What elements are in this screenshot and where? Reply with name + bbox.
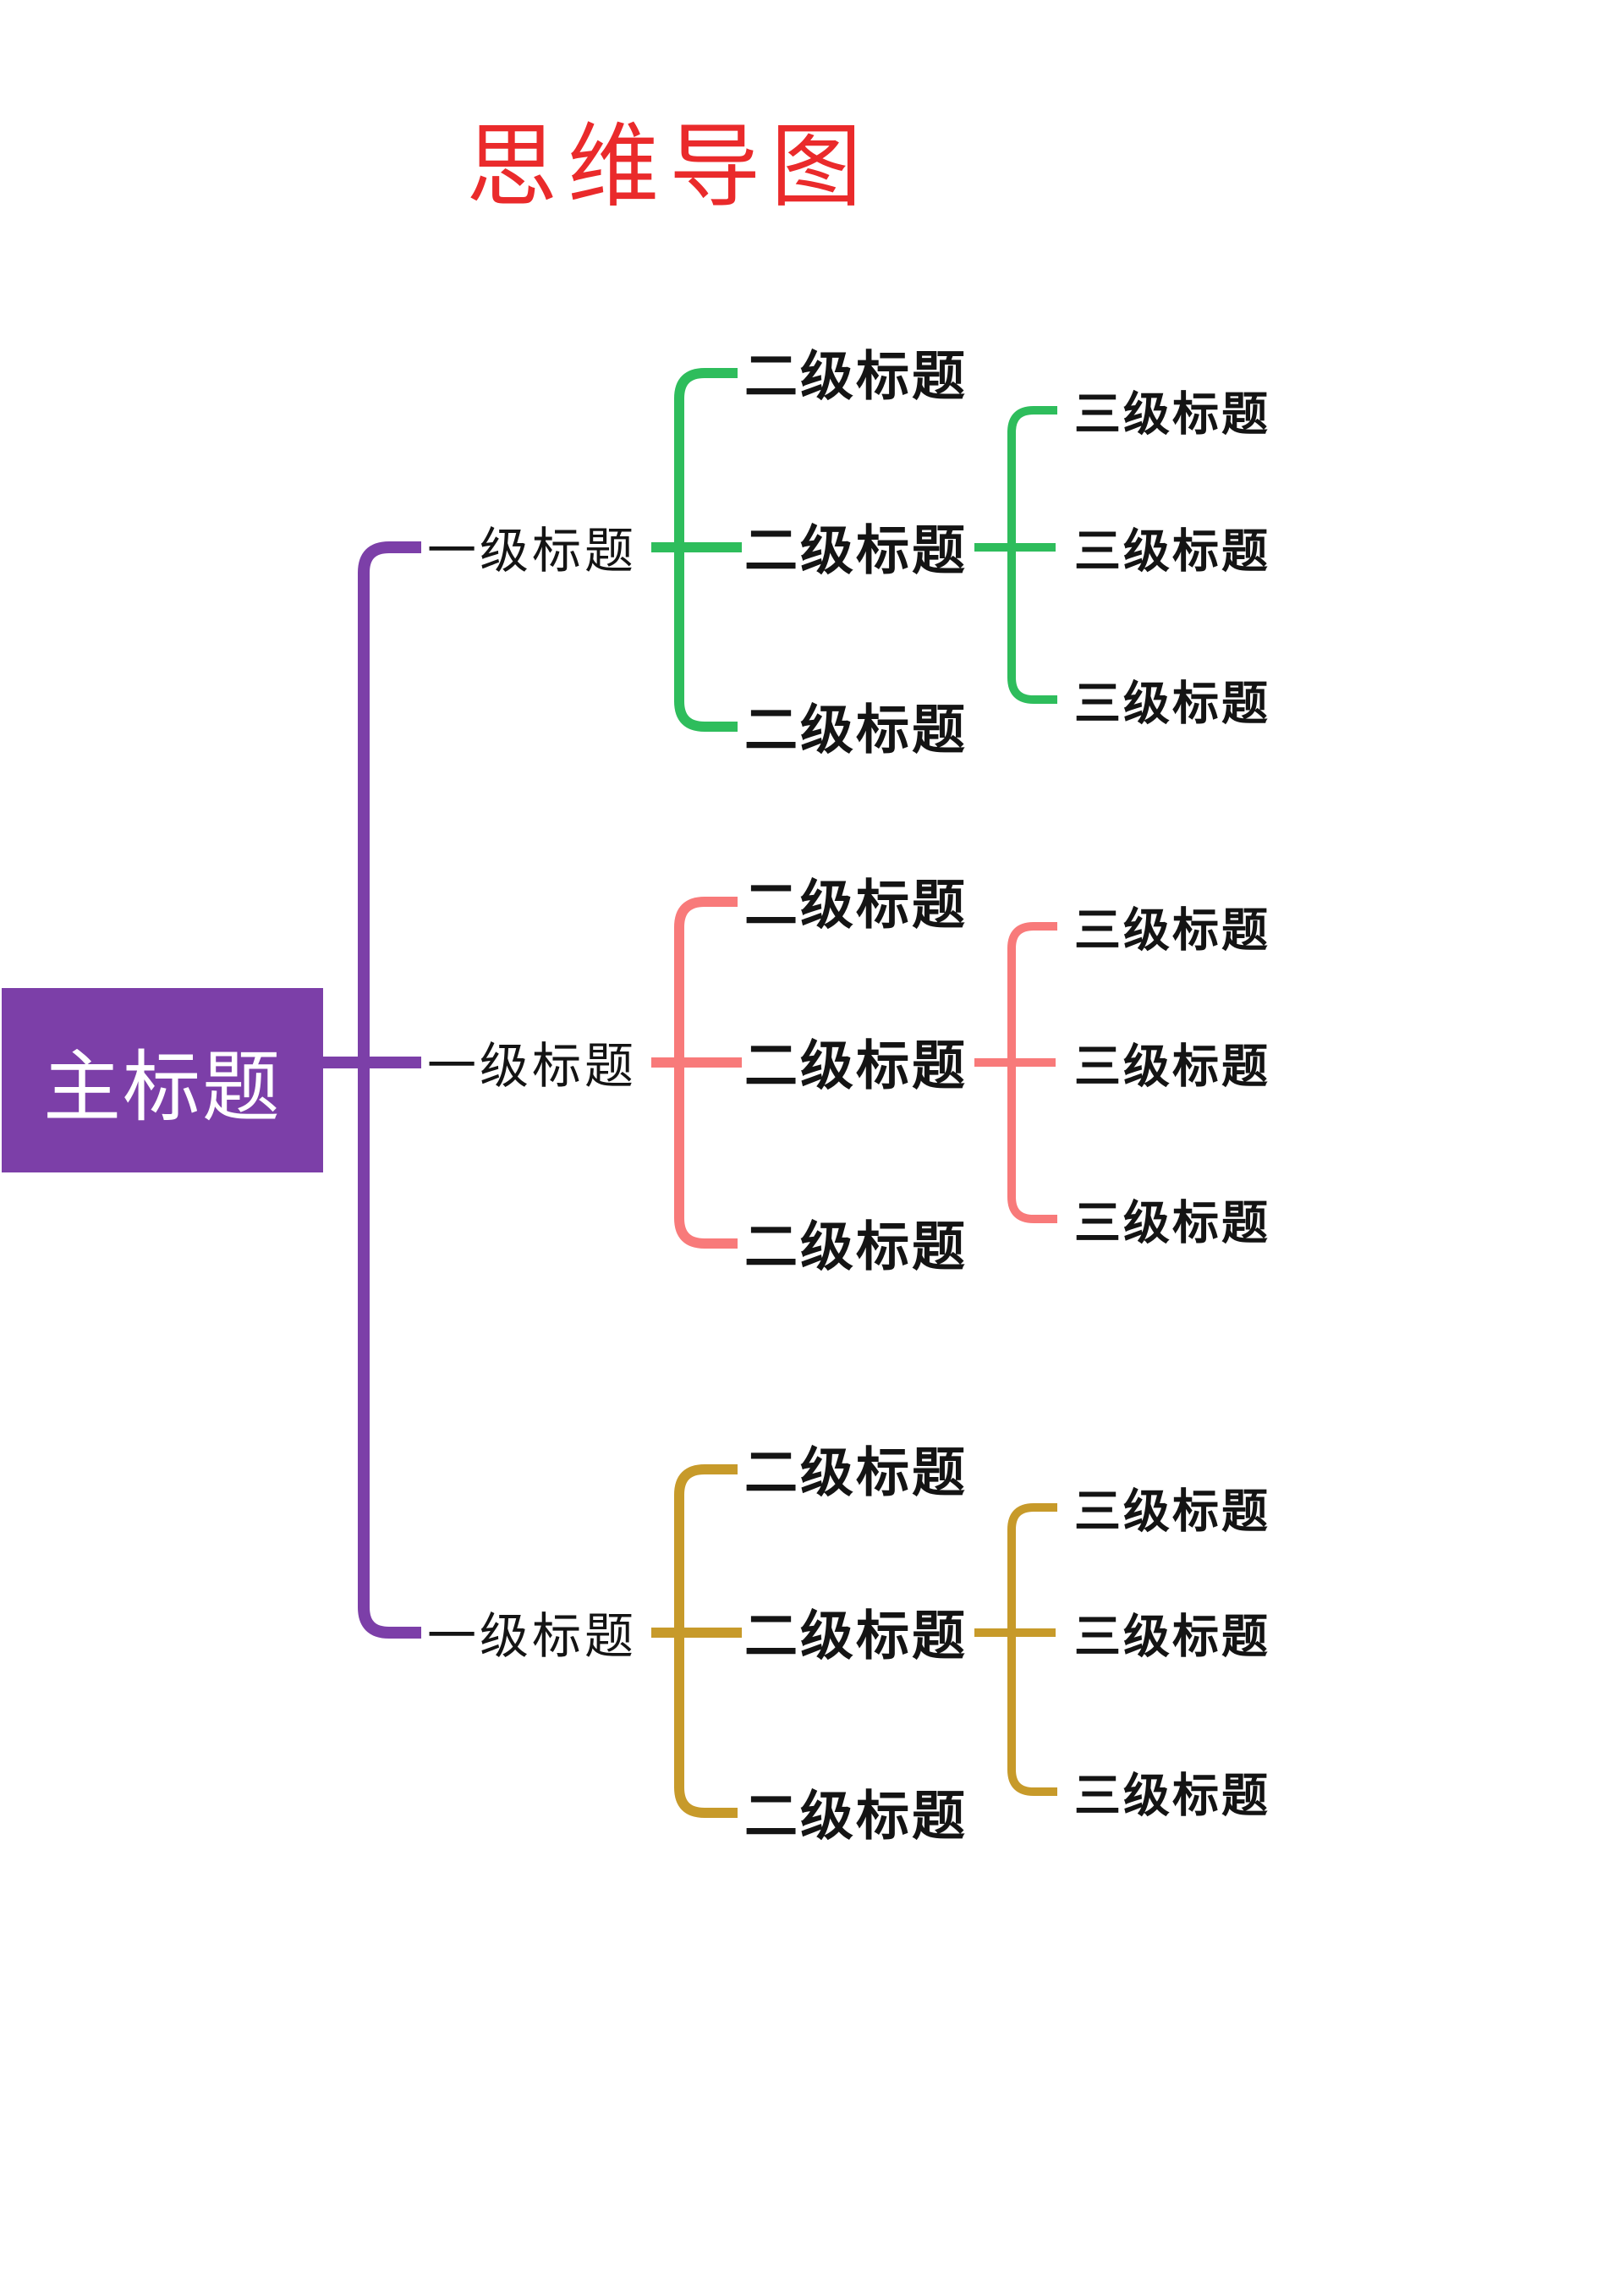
level1-node-2: 一级标题 <box>427 1039 638 1094</box>
root-node: 主标题 <box>2 988 323 1172</box>
level3-node-3-3: 三级标题 <box>1074 1769 1271 1822</box>
branch-1-l3-bracket <box>1007 406 1057 704</box>
branch-2-l2-bracket <box>674 897 738 1249</box>
level2-node-2-1: 二级标题 <box>744 876 968 936</box>
level3-node-1-2: 三级标题 <box>1074 524 1271 578</box>
main-trunk <box>358 541 421 1639</box>
branch-3-l3-bracket <box>1007 1503 1057 1796</box>
level2-node-1-1: 二级标题 <box>744 347 968 407</box>
level2-node-1-3: 二级标题 <box>744 700 968 760</box>
root-label: 主标题 <box>42 1044 282 1131</box>
level1-node-1: 一级标题 <box>427 524 638 579</box>
level2-node-1-2: 二级标题 <box>744 521 968 581</box>
level3-node-2-3: 三级标题 <box>1074 1196 1271 1249</box>
level1-node-3: 一级标题 <box>427 1609 638 1664</box>
level2-node-2-2: 二级标题 <box>744 1036 968 1096</box>
level3-node-1-3: 三级标题 <box>1074 677 1271 730</box>
level3-node-2-2: 三级标题 <box>1074 1040 1271 1093</box>
level2-node-3-1: 二级标题 <box>744 1443 968 1503</box>
branch-3-l2-bracket <box>674 1464 738 1818</box>
level2-node-2-3: 二级标题 <box>744 1217 968 1277</box>
level3-node-3-1: 三级标题 <box>1074 1485 1271 1538</box>
branch-2-l3-bracket <box>1007 922 1057 1223</box>
level3-node-3-2: 三级标题 <box>1074 1610 1271 1663</box>
level2-node-3-2: 二级标题 <box>744 1606 968 1666</box>
level3-node-2-1: 三级标题 <box>1074 903 1271 957</box>
diagram-title: 思维导图 <box>466 118 873 218</box>
level3-node-1-1: 三级标题 <box>1074 387 1271 441</box>
level2-node-3-3: 二级标题 <box>744 1787 968 1847</box>
